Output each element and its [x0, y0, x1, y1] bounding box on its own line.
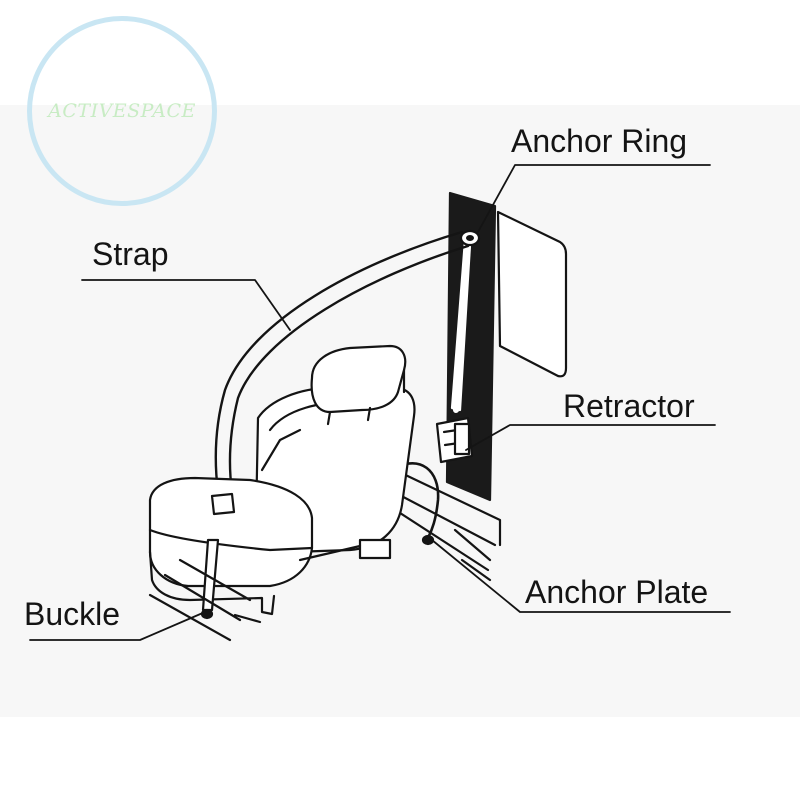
label-buckle: Buckle: [24, 596, 121, 632]
door-sill: [378, 468, 502, 582]
strap: [214, 230, 464, 494]
label-strap: Strap: [92, 236, 169, 272]
strap-leader: [81, 279, 291, 331]
buckle-leader: [29, 611, 206, 641]
label-retractor: Retractor: [563, 388, 695, 424]
buckle-anchor: [200, 608, 214, 620]
anchor-plate-leader: [431, 539, 731, 613]
buckle-stalk: [201, 538, 220, 612]
label-anchor-ring: Anchor Ring: [511, 123, 688, 159]
watermark-logo: ACTIVESPACE: [27, 16, 217, 206]
retractor-leader: [465, 424, 716, 451]
label-anchor-plate: Anchor Plate: [525, 574, 709, 610]
seat-cushion: [148, 476, 314, 588]
watermark-text: ACTIVESPACE: [48, 100, 196, 122]
side-window: [496, 210, 568, 378]
anchor-ring-leader: [477, 164, 711, 233]
latch-plate: [210, 492, 236, 516]
headrest: [310, 344, 407, 414]
anchor-plate: [393, 462, 440, 540]
